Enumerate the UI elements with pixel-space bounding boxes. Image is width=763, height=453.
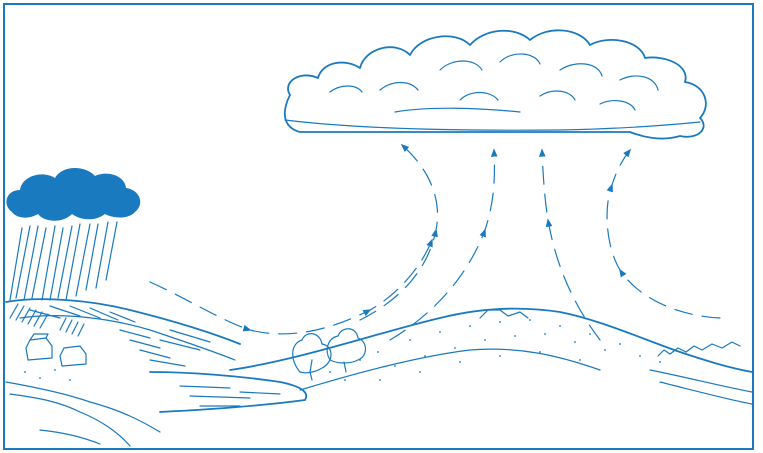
tree-icon [327, 329, 365, 372]
house-icon [60, 346, 86, 366]
air-flow-arrows [150, 145, 720, 340]
rain-streaks [10, 222, 117, 300]
cumulonimbus-cloud-icon [285, 30, 706, 138]
landscape [6, 299, 752, 446]
storm-cloud-icon [6, 168, 140, 221]
house-icon [26, 334, 52, 360]
